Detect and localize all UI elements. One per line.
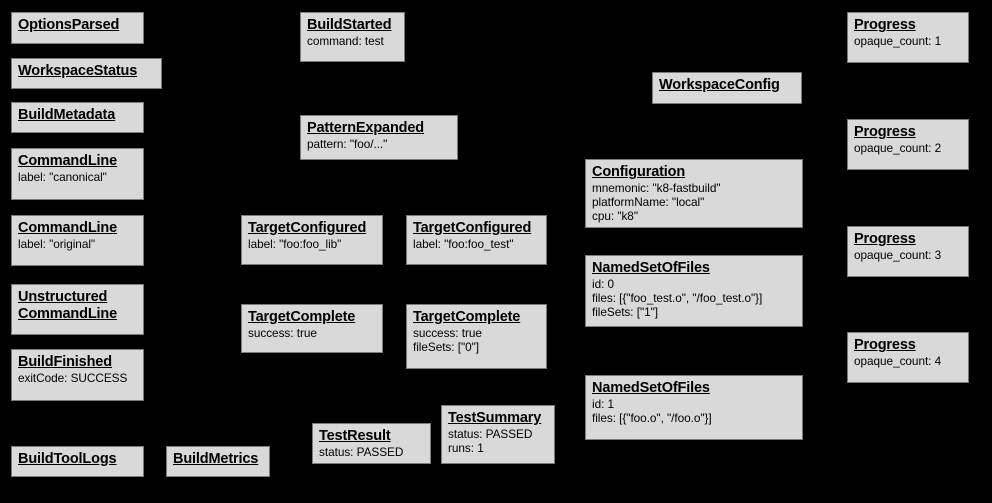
node-fields: opaque_count: 1 <box>854 33 963 49</box>
node-field: platformName: "local" <box>592 194 705 209</box>
node-title: CommandLine <box>18 153 118 169</box>
node-field: fileSets: ["0"] <box>413 339 479 354</box>
node-field: status: PASSED <box>448 426 533 441</box>
node-fields: opaque_count: 2 <box>854 140 963 156</box>
node-field: files: [{"foo_test.o", "/foo_test.o"}] <box>592 290 763 305</box>
node-field: files: [{"foo.o", "/foo.o"}] <box>592 410 712 425</box>
node-field: pattern: "foo/..." <box>307 136 388 151</box>
node-title: TargetComplete <box>413 309 521 325</box>
node-field: cpu: "k8" <box>592 208 638 223</box>
node-fields: label: "canonical" <box>18 169 138 185</box>
node-title: TargetComplete <box>248 309 356 325</box>
node-build-metadata[interactable]: BuildMetadata <box>11 102 144 133</box>
node-fields: opaque_count: 3 <box>854 247 963 263</box>
node-field: label: "canonical" <box>18 169 107 184</box>
node-title: BuildStarted <box>307 17 392 33</box>
node-field: opaque_count: 1 <box>854 33 942 48</box>
node-title: Progress <box>854 17 916 33</box>
node-fields: mnemonic: "k8-fastbuild"platformName: "l… <box>592 180 797 223</box>
node-options-parsed[interactable]: OptionsParsed <box>11 12 144 44</box>
node-fields: pattern: "foo/..." <box>307 136 452 152</box>
node-field: opaque_count: 3 <box>854 247 942 262</box>
node-fields: label: "foo:foo_test" <box>413 236 541 252</box>
node-title: TargetConfigured <box>248 220 367 236</box>
node-field: fileSets: ["1"] <box>592 304 658 319</box>
node-field: command: test <box>307 33 384 48</box>
node-title: NamedSetOfFiles <box>592 260 710 276</box>
node-field: status: PASSED <box>319 444 404 459</box>
node-title: TargetConfigured <box>413 220 532 236</box>
node-field: label: "foo:foo_test" <box>413 236 514 251</box>
node-field: runs: 1 <box>448 440 484 455</box>
node-title: PatternExpanded <box>307 120 424 136</box>
node-workspace-config[interactable]: WorkspaceConfig <box>652 72 802 104</box>
node-unstructured-command-line[interactable]: Unstructured CommandLine <box>11 284 144 335</box>
node-field: opaque_count: 2 <box>854 140 942 155</box>
node-fields: success: true <box>248 325 377 341</box>
node-title: Progress <box>854 124 916 140</box>
node-title: OptionsParsed <box>18 17 120 33</box>
node-field: id: 1 <box>592 396 615 411</box>
node-title: Configuration <box>592 164 686 180</box>
node-field: success: true <box>413 325 482 340</box>
node-title: BuildMetadata <box>18 107 116 123</box>
node-title: NamedSetOfFiles <box>592 380 710 396</box>
node-title: BuildToolLogs <box>18 451 117 467</box>
node-field: id: 0 <box>592 276 615 291</box>
node-fields: status: PASSED <box>319 444 425 460</box>
node-title: WorkspaceStatus <box>18 63 138 79</box>
node-field: mnemonic: "k8-fastbuild" <box>592 180 721 195</box>
node-title: Progress <box>854 231 916 247</box>
node-field: label: "foo:foo_lib" <box>248 236 342 251</box>
node-workspace-status[interactable]: WorkspaceStatus <box>11 58 162 89</box>
node-build-tool-logs[interactable]: BuildToolLogs <box>11 446 144 477</box>
node-title: BuildFinished <box>18 354 112 370</box>
node-title: Unstructured CommandLine <box>18 289 118 322</box>
node-build-metrics[interactable]: BuildMetrics <box>166 446 270 477</box>
node-field: success: true <box>248 325 317 340</box>
node-fields: opaque_count: 4 <box>854 353 963 369</box>
node-field: label: "original" <box>18 236 96 251</box>
node-field: opaque_count: 4 <box>854 353 942 368</box>
node-title: BuildMetrics <box>173 451 259 467</box>
node-title: Progress <box>854 337 916 353</box>
node-title: CommandLine <box>18 220 118 236</box>
node-fields: label: "original" <box>18 236 138 252</box>
node-fields: label: "foo:foo_lib" <box>248 236 377 252</box>
node-field: exitCode: SUCCESS <box>18 370 128 385</box>
node-title: WorkspaceConfig <box>659 77 780 93</box>
node-fields: command: test <box>307 33 399 49</box>
node-title: TestResult <box>319 428 391 444</box>
node-fields: exitCode: SUCCESS <box>18 370 138 386</box>
node-title: TestSummary <box>448 410 542 426</box>
